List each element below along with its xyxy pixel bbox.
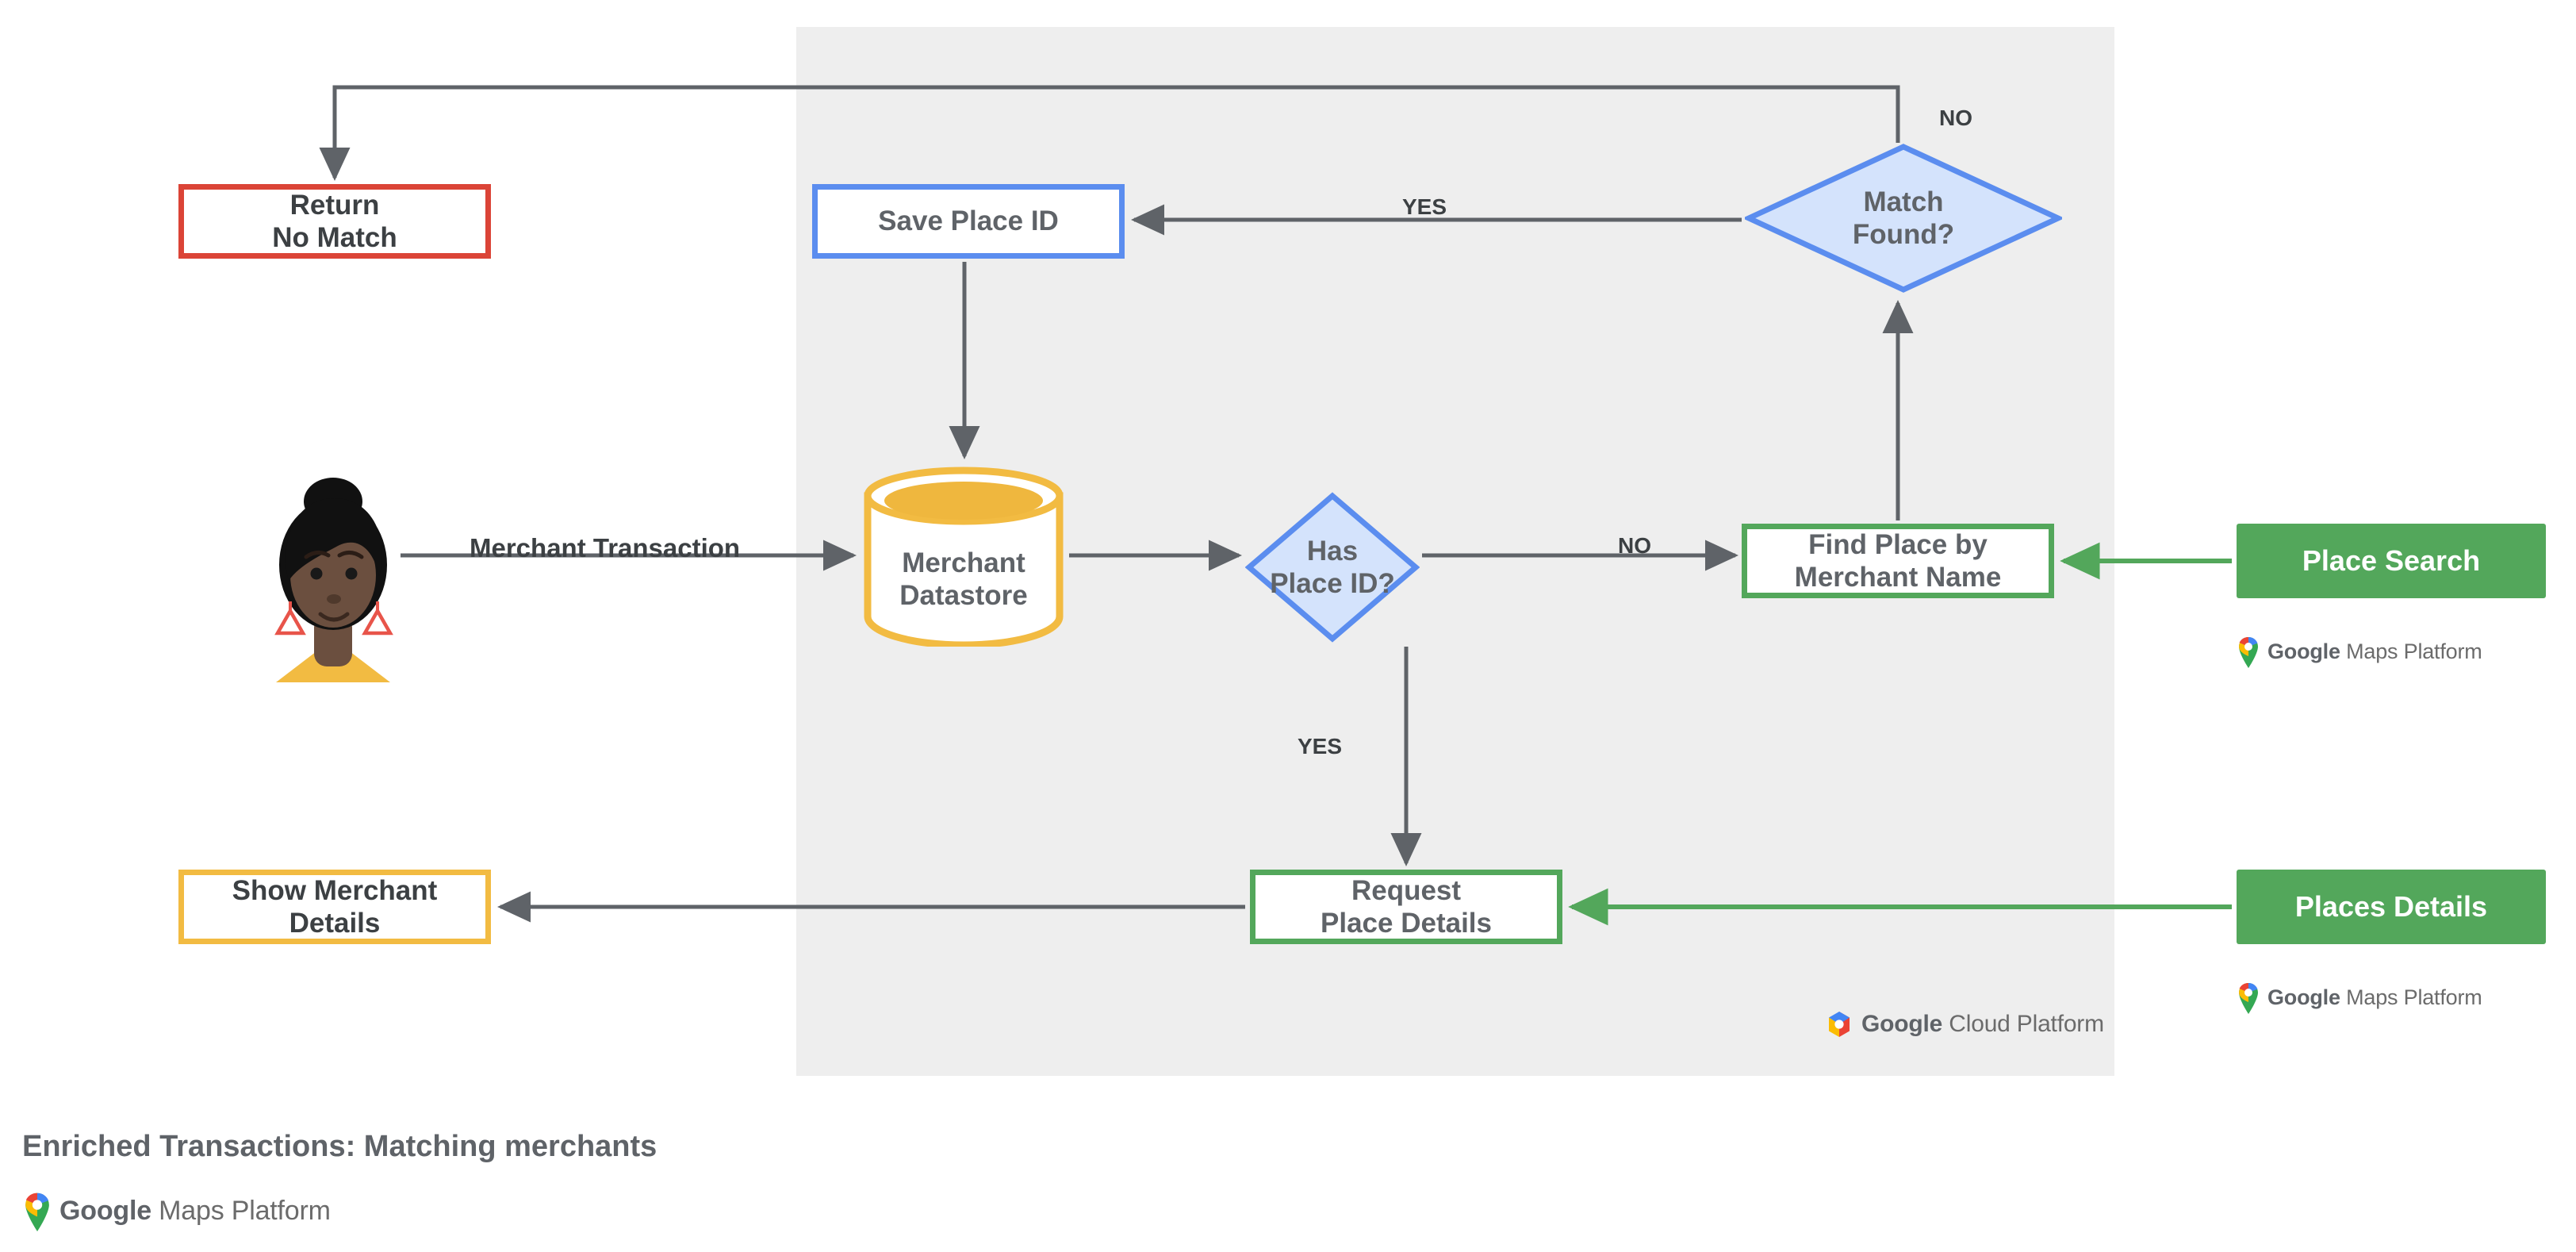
brand-text: Google Cloud Platform [1861, 1011, 2104, 1037]
node-label: Save Place ID [878, 205, 1059, 237]
edge-label-has-place-id-no: NO [1618, 533, 1651, 558]
brand-google-maps-platform-footer: Google Maps Platform [22, 1190, 331, 1231]
node-return-no-match[interactable]: Return No Match [178, 184, 491, 259]
brand-google-maps-platform-places-details: Google Maps Platform [2237, 981, 2482, 1014]
node-label: Request Place Details [1321, 874, 1492, 939]
diamond-shape [1244, 492, 1420, 643]
node-find-place-by-merchant-name[interactable]: Find Place by Merchant Name [1742, 524, 2054, 598]
brand-text: Google Maps Platform [59, 1195, 331, 1226]
cylinder-shape [864, 467, 1064, 649]
google-maps-pin-icon [25, 1192, 49, 1231]
brand-text: Google Maps Platform [2267, 639, 2482, 663]
node-label: Return No Match [272, 189, 397, 253]
node-has-place-id[interactable]: Has Place ID? [1244, 492, 1420, 643]
node-place-search[interactable]: Place Search [2237, 524, 2546, 598]
node-label: Has Place ID? [1270, 535, 1395, 599]
google-cloud-hexagon-icon [1829, 1012, 1850, 1037]
google-maps-pin-icon [2239, 636, 2258, 668]
node-merchant-datastore[interactable]: Merchant Datastore [861, 464, 1066, 649]
diamond-shape [1742, 144, 2065, 293]
node-label: Places Details [2294, 890, 2488, 923]
node-label: Place Search [2302, 544, 2481, 577]
edge-label-merchant-transaction: Merchant Transaction [470, 533, 741, 563]
node-label: Merchant Datastore [899, 547, 1028, 611]
edge-label-has-place-id-yes: YES [1298, 734, 1343, 758]
node-places-details[interactable]: Places Details [2237, 870, 2546, 944]
node-show-merchant-details[interactable]: Show Merchant Details [178, 870, 491, 944]
page-title: Enriched Transactions: Matching merchant… [22, 1130, 657, 1163]
node-label: Find Place by Merchant Name [1794, 528, 2002, 593]
node-match-found[interactable]: Match Found? [1742, 143, 2065, 294]
google-maps-pin-icon [2239, 982, 2258, 1014]
edge-label-match-found-no: NO [1939, 106, 1972, 130]
brand-text: Google Maps Platform [2267, 985, 2482, 1009]
node-save-place-id[interactable]: Save Place ID [812, 184, 1125, 259]
node-label: Show Merchant Details [232, 874, 438, 939]
brand-google-maps-platform-place-search: Google Maps Platform [2237, 635, 2482, 668]
edge-label-match-found-yes: YES [1402, 194, 1447, 219]
node-request-place-details[interactable]: Request Place Details [1250, 870, 1562, 944]
merchant-customer-avatar [262, 460, 404, 682]
node-label: Match Found? [1852, 186, 1955, 250]
brand-google-cloud-platform: Google Cloud Platform [1824, 1009, 2104, 1039]
